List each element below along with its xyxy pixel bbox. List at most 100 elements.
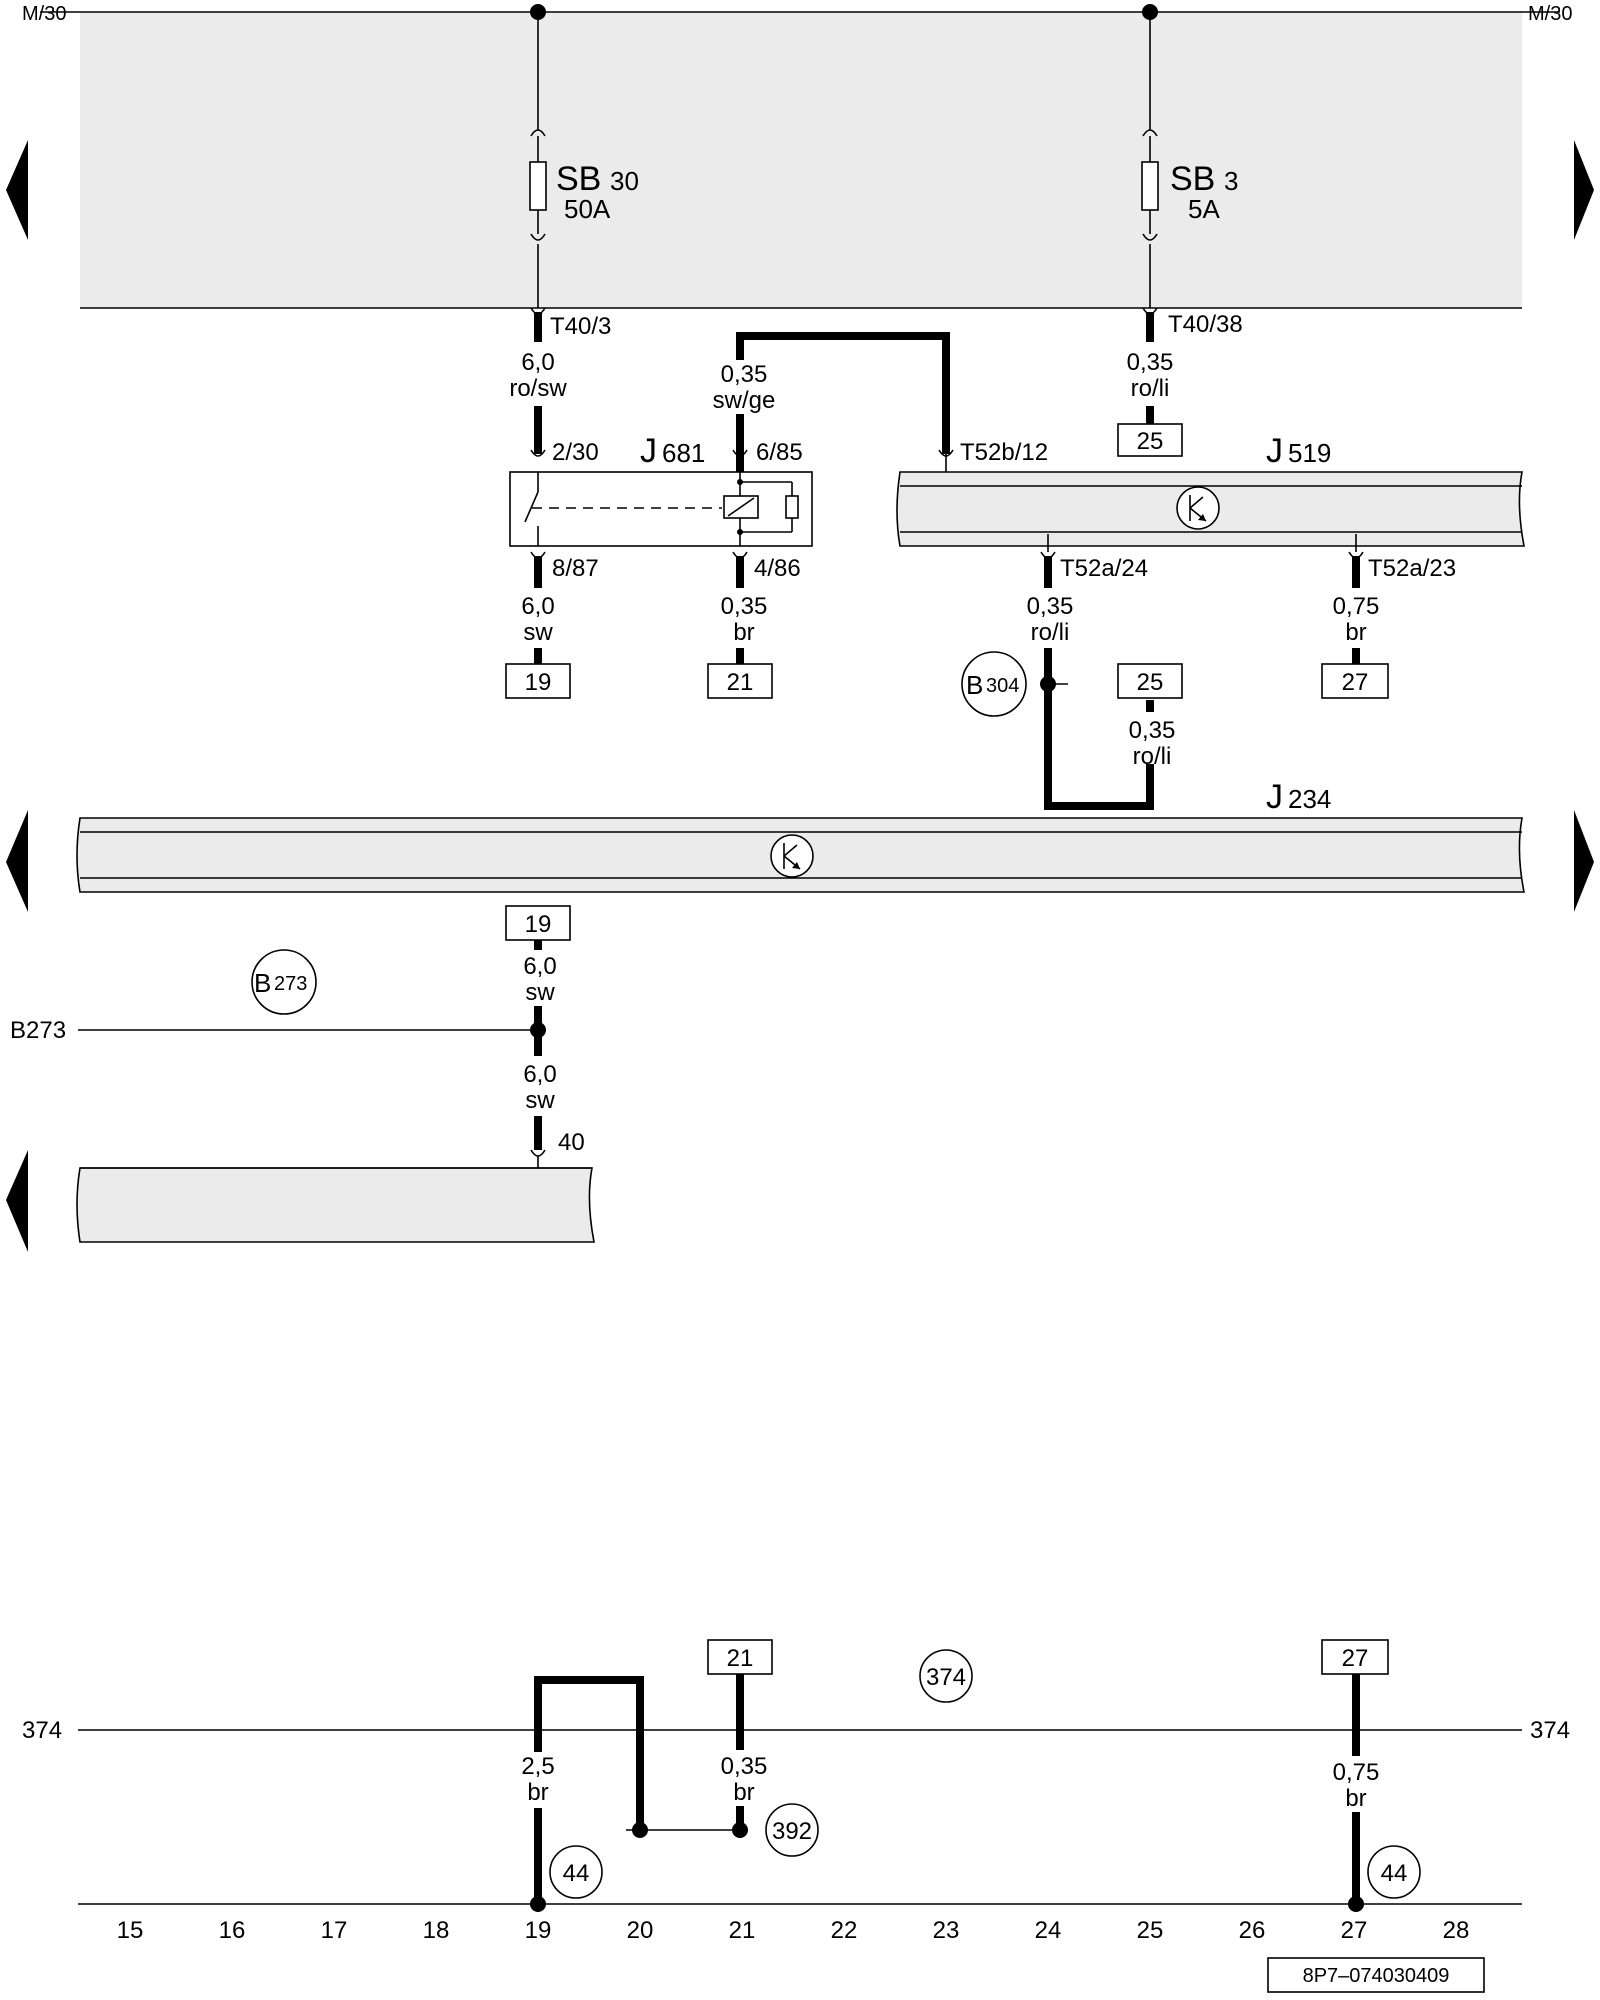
wire-color: br: [527, 1779, 548, 1806]
scale-number: 16: [219, 1917, 246, 1944]
next-page-arrow-icon[interactable]: [1574, 810, 1594, 912]
transistor-icon: [792, 862, 800, 869]
label-backdrop: [508, 1752, 570, 1808]
ref-box-label: 19: [525, 911, 552, 938]
connection-b273: [251, 949, 317, 1015]
wire-size: 0,35: [721, 593, 768, 620]
scale-number: 18: [423, 1917, 450, 1944]
wire-size: 6,0: [523, 953, 556, 980]
connection-b304-number: 304: [986, 675, 1019, 697]
transistor-icon: [1176, 486, 1220, 530]
wire-size: 2,5: [521, 1753, 554, 1780]
connection-b304-letter: B: [966, 670, 983, 700]
scale-number: 23: [933, 1917, 960, 1944]
pin-t52a-23: T52a/23: [1368, 555, 1456, 582]
pin-t40-38: T40/38: [1168, 311, 1243, 338]
bus-m30-left-label: M/30: [22, 3, 66, 25]
wire-size: 6,0: [523, 1061, 556, 1088]
component-j681-number: 681: [662, 438, 705, 468]
scale-number: 22: [831, 1917, 858, 1944]
junction-dot: [737, 529, 743, 535]
wire-size: 6,0: [521, 593, 554, 620]
connector-symbol: [530, 233, 546, 241]
relay-coil-mark: [727, 497, 755, 517]
scale-number: 25: [1137, 1917, 1164, 1944]
pin-4-86: 4/86: [754, 555, 801, 582]
scale-number: 19: [525, 1917, 552, 1944]
prev-page-arrow-icon[interactable]: [6, 810, 28, 912]
connection-374: [919, 1649, 973, 1703]
ref-box-label: 27: [1342, 1645, 1369, 1672]
relay-switch-contact: [524, 491, 539, 523]
scale-number: 20: [627, 1917, 654, 1944]
ref-box-label: 25: [1137, 669, 1164, 696]
transistor-icon: [770, 834, 814, 878]
component-j519-number: 519: [1288, 438, 1331, 468]
ref-box-label: 19: [525, 669, 552, 696]
wire-size: 6,0: [521, 349, 554, 376]
next-page-arrow-icon[interactable]: [1574, 140, 1594, 240]
wire-color: sw: [525, 1087, 555, 1114]
fuse-sb3-rating: 5A: [1188, 194, 1220, 224]
connector-symbol: [732, 449, 748, 457]
connection-392-label: 392: [772, 1818, 812, 1845]
junction-dot: [530, 1896, 546, 1912]
prev-page-arrow-icon[interactable]: [6, 140, 28, 240]
ref-box: [1117, 423, 1183, 457]
ref-box: [505, 905, 571, 941]
component-j519-letter: J: [1266, 432, 1283, 470]
wire-size: 0,35: [1129, 717, 1176, 744]
ref-box-label: 25: [1137, 428, 1164, 455]
pin-t40-3: T40/3: [550, 313, 611, 340]
component-j234-letter: J: [1266, 778, 1283, 816]
wire-color: ro/li: [1031, 619, 1070, 646]
ref-box: [505, 663, 571, 699]
ref-box: [707, 1639, 773, 1675]
fuse-panel: [80, 12, 1522, 308]
pin-6-85: 6/85: [756, 439, 803, 466]
ref-box-label: 21: [727, 669, 754, 696]
fuse-sb3-number: 3: [1224, 166, 1238, 196]
component-j681-letter: J: [640, 432, 657, 470]
wire-color: sw: [525, 979, 555, 1006]
relay-resistor: [785, 495, 799, 519]
diagram-id-box: [1267, 1957, 1485, 1993]
diagram-id: 8P7–074030409: [1303, 1965, 1450, 1987]
scale-number: 24: [1035, 1917, 1062, 1944]
wire-color: br: [733, 1779, 754, 1806]
connection-392: [765, 1803, 819, 1857]
junction-dot: [1348, 1896, 1364, 1912]
label-backdrop: [700, 360, 786, 414]
wire-size: 0,35: [1027, 593, 1074, 620]
transistor-icon: [783, 844, 798, 857]
wire-color: br: [733, 619, 754, 646]
component-lower-left: [76, 1167, 595, 1243]
wire-color: br: [1345, 619, 1366, 646]
scale-number: 28: [1443, 1917, 1470, 1944]
connection-374-label: 374: [926, 1664, 966, 1691]
ref-box: [1117, 663, 1183, 699]
junction-dot: [632, 1822, 648, 1838]
connection-44: [549, 1845, 603, 1899]
connector-symbol: [1142, 233, 1158, 241]
junction-dot: [732, 1822, 748, 1838]
component-j681: [509, 471, 813, 547]
wire-size: 0,35: [721, 361, 768, 388]
wire-size: 0,35: [721, 1753, 768, 1780]
connection-b304: [961, 651, 1027, 717]
bus-m30-right-label: M/30: [1528, 3, 1572, 25]
ref-box: [707, 663, 773, 699]
pin-t52a-24: T52a/24: [1060, 555, 1148, 582]
fuse-sb30-name: SB: [556, 160, 601, 198]
connector-symbol: [1142, 129, 1158, 137]
scale-number: 21: [729, 1917, 756, 1944]
connector-symbol: [530, 1149, 546, 1157]
prev-page-arrow-icon[interactable]: [6, 1150, 28, 1252]
pin-2-30: 2/30: [552, 439, 599, 466]
connector-symbol: [530, 129, 546, 137]
transistor-icon: [1198, 514, 1206, 521]
scale-number: 15: [117, 1917, 144, 1944]
bus-374-left-label: 374: [22, 1717, 62, 1744]
pin-t52b-12: T52b/12: [960, 439, 1048, 466]
